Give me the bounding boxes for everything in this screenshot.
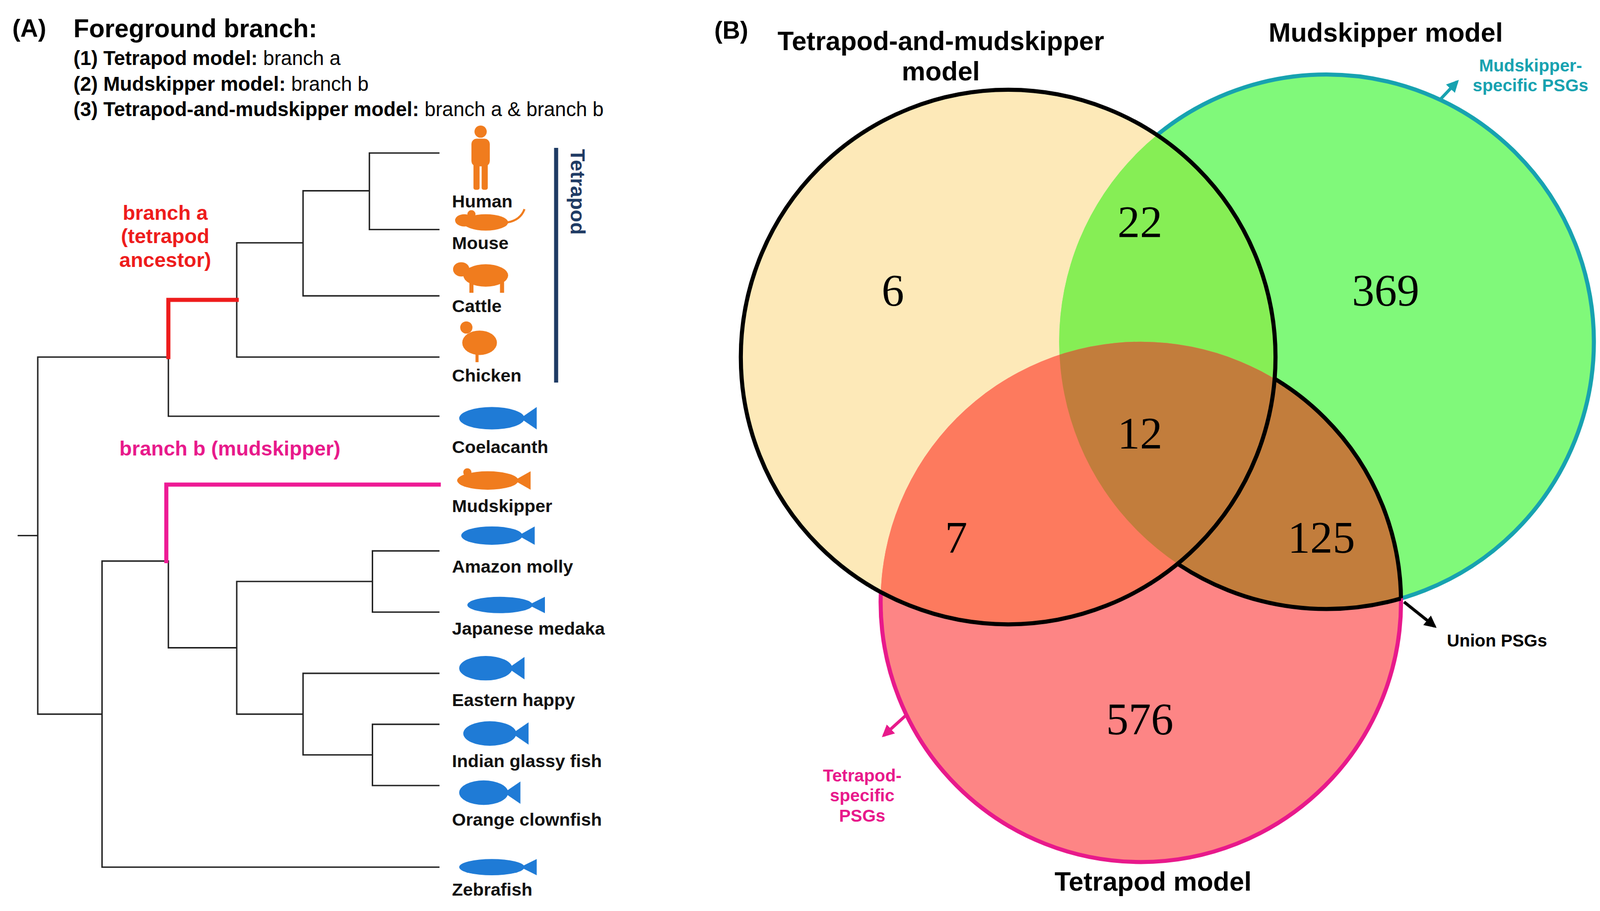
- model-name: (1) Tetrapod model:: [73, 46, 258, 70]
- species-name: Indian glassy fish: [452, 750, 602, 772]
- union-outline-arc: [880, 341, 1401, 863]
- human-icon: [471, 125, 490, 191]
- glassy-fish-icon: [463, 721, 529, 746]
- branch-label: branch a (tetrapod ancestor): [114, 201, 217, 272]
- region-count: 6: [881, 265, 905, 317]
- panel-heading: Foreground branch:: [73, 13, 318, 44]
- region-count: 12: [1117, 407, 1163, 460]
- human-leg: [481, 163, 488, 190]
- tetrapod-bracket: [553, 147, 558, 383]
- coelacanth-icon: [459, 406, 537, 430]
- species-name: Coelacanth: [452, 436, 549, 458]
- fish-tail: [518, 526, 535, 545]
- mudskipper-icon: [457, 468, 531, 490]
- species-name: Japanese medaka: [452, 618, 605, 639]
- amazon-molly-icon: [461, 526, 535, 545]
- fish-body: [459, 406, 525, 430]
- fish-body: [467, 597, 534, 614]
- fish-tail: [504, 781, 521, 804]
- cattle-head: [453, 262, 470, 277]
- fish-body: [463, 721, 517, 746]
- model-name: (2) Mudskipper model:: [73, 72, 286, 96]
- callout-label: Union PSGs: [1447, 630, 1548, 651]
- species-name: Eastern happy: [452, 689, 576, 711]
- region-count: 369: [1351, 265, 1420, 317]
- cattle-leg: [500, 281, 505, 293]
- region-count: 7: [944, 512, 968, 564]
- fish-body: [459, 859, 525, 876]
- model-branch: branch a & branch b: [424, 97, 604, 121]
- venn-overlap-yellow-red: [880, 341, 1401, 863]
- chicken-body: [462, 330, 497, 355]
- species-name: Amazon molly: [452, 556, 574, 577]
- fish-tail: [520, 859, 537, 876]
- callout-label: Mudskipper-specific PSGs: [1470, 55, 1592, 96]
- pointer-arrow: [883, 715, 907, 736]
- fish-tail: [514, 471, 531, 490]
- mouse-icon: [455, 208, 525, 231]
- chicken-leg: [475, 352, 479, 363]
- union-outline-arc: [1059, 74, 1594, 609]
- species-name: Zebrafish: [452, 879, 533, 900]
- tree-branches: [18, 152, 439, 867]
- species-name: Cattle: [452, 295, 502, 317]
- human-head: [474, 125, 487, 138]
- venn-set: Tetrapod-and-mudskipper model: [740, 89, 1276, 625]
- model-branch: branch b: [291, 72, 369, 96]
- fish-tail: [512, 722, 529, 745]
- venn-fill-red: [880, 341, 1401, 863]
- venn-overlap-green-red: [880, 341, 1401, 863]
- cattle-leg: [469, 281, 474, 293]
- fish-body: [461, 526, 523, 545]
- pointer-arrow: [1403, 601, 1435, 627]
- union-outline: [880, 74, 1594, 863]
- pointer-arrow: [1439, 81, 1458, 100]
- region-count: 576: [1106, 693, 1174, 746]
- set-title: Tetrapod model: [1054, 866, 1252, 897]
- eastern-happy-icon: [459, 656, 525, 681]
- fish-tail: [528, 597, 545, 614]
- model-branch: branch a: [263, 46, 341, 70]
- mouse-ear: [467, 210, 476, 219]
- zebrafish-icon: [459, 859, 537, 876]
- branch-b-highlight: [166, 484, 439, 562]
- fish-body: [459, 656, 513, 681]
- branch-a-highlight: [168, 299, 237, 357]
- callout-label: Tetrapod-specific PSGs: [817, 765, 908, 826]
- cattle-icon: [453, 262, 509, 293]
- branch-label: branch b (mudskipper): [119, 437, 341, 461]
- fish-body: [459, 780, 509, 805]
- fish-eye: [463, 468, 471, 477]
- medaka-icon: [467, 597, 545, 614]
- species-name: Orange clownfish: [452, 809, 602, 830]
- panel-letter: (A): [12, 14, 47, 43]
- species-name: Human: [452, 191, 513, 212]
- species-name: Mudskipper: [452, 495, 553, 517]
- chicken-head: [460, 321, 473, 334]
- human-leg: [473, 163, 480, 190]
- union-outline: [740, 89, 1276, 625]
- species-name: Mouse: [452, 232, 509, 254]
- clade-label: Tetrapod: [565, 148, 590, 235]
- set-title: Tetrapod-and-mudskipper model: [767, 25, 1115, 87]
- panel-letter: (B): [714, 16, 748, 45]
- fish-tail: [520, 406, 537, 430]
- clownfish-icon: [459, 780, 521, 805]
- tetrapod-specific-outline: [880, 341, 1401, 863]
- human-body: [471, 138, 490, 167]
- species-name: Chicken: [452, 365, 522, 386]
- chicken-icon: [460, 321, 497, 363]
- region-count: 125: [1287, 512, 1356, 564]
- region-count: 22: [1117, 196, 1163, 249]
- set-title: Mudskipper model: [1268, 17, 1503, 48]
- model-name: (3) Tetrapod-and-mudskipper model:: [73, 97, 419, 121]
- fish-tail: [508, 657, 525, 680]
- magenta-outline: [880, 341, 1401, 863]
